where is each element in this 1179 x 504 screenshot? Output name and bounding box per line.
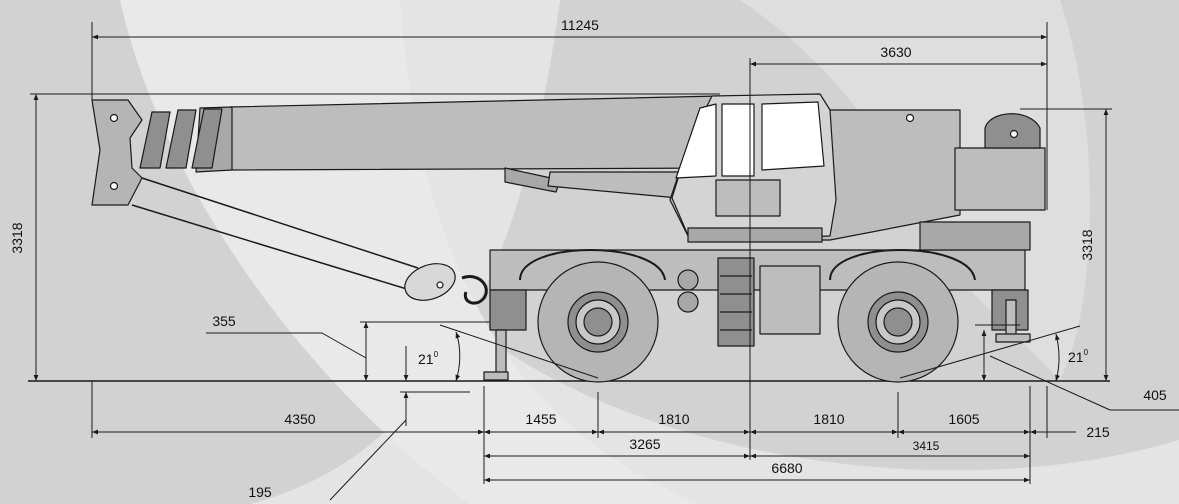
boom-section-3 [191,108,223,169]
label-overall-length: 11245 [561,17,599,33]
front-wheel [537,261,659,383]
label-front-outrigger-to-center: 3265 [629,436,660,452]
label-wheelbase-total: 6680 [771,460,802,476]
departure-angle-arc [1055,333,1060,382]
counterweight [954,147,1046,211]
cab-door-window [721,103,755,177]
boom-head-pin-top [109,113,119,123]
carrier-deck [919,221,1031,251]
label-rear-axle-to-outrigger: 1605 [948,411,979,427]
label-boom-overhang: 4350 [284,411,315,427]
boom [229,95,721,171]
label-rear-clearance: 405 [1143,387,1167,403]
boom-head-pin-bottom [109,181,119,191]
equipment-box [759,265,821,335]
crane-illustration [91,93,1046,383]
rear-fender [829,249,976,281]
label-rear-height: 3318 [1079,229,1095,260]
dimension-lines [30,22,1179,501]
front-fender [519,249,666,281]
label-departure-angle: 210 [1068,348,1089,365]
dimension-labels: 11245 3630 3318 3318 355 210 210 405 435… [9,17,1167,500]
label-departure-degree: 0 [1084,348,1089,357]
superstructure-pin [905,113,915,123]
cab-door-lower [715,179,781,217]
rear-wheel [837,261,959,383]
boom-section-1 [139,111,171,169]
label-rear-overhang: 215 [1086,424,1110,440]
label-pad-depth: 195 [248,484,272,500]
label-approach-degree: 0 [434,350,439,359]
winch-drum-pin [1009,129,1019,139]
front-outrigger [483,289,527,381]
hook-block-pin [436,281,444,289]
fuel-tank-upper [677,269,699,291]
label-boom-height: 3318 [9,222,25,253]
label-front-axle-to-center: 1810 [658,411,689,427]
hoist-rope-lower [131,204,411,291]
hoist-rope-upper [141,177,419,269]
label-center-to-rear-outrigger: 3415 [913,439,940,453]
access-ladder [717,257,755,347]
lift-cylinder [504,167,561,193]
label-rear-to-slew-center: 3630 [880,44,911,60]
cab-window-front [675,103,717,179]
rear-outrigger [991,289,1031,343]
label-center-to-rear-axle: 1810 [813,411,844,427]
approach-angle-arc [455,331,461,382]
boom-section-2 [165,109,197,169]
label-front-outrigger-to-axle: 1455 [525,411,556,427]
fuel-tank-lower [677,291,699,313]
cab-window-side [761,101,825,171]
hook-block [404,263,456,301]
hook [461,275,488,305]
label-front-clearance: 355 [212,313,236,329]
label-approach-angle: 210 [418,350,439,367]
boom-head [91,99,143,206]
cab-step [687,227,823,243]
